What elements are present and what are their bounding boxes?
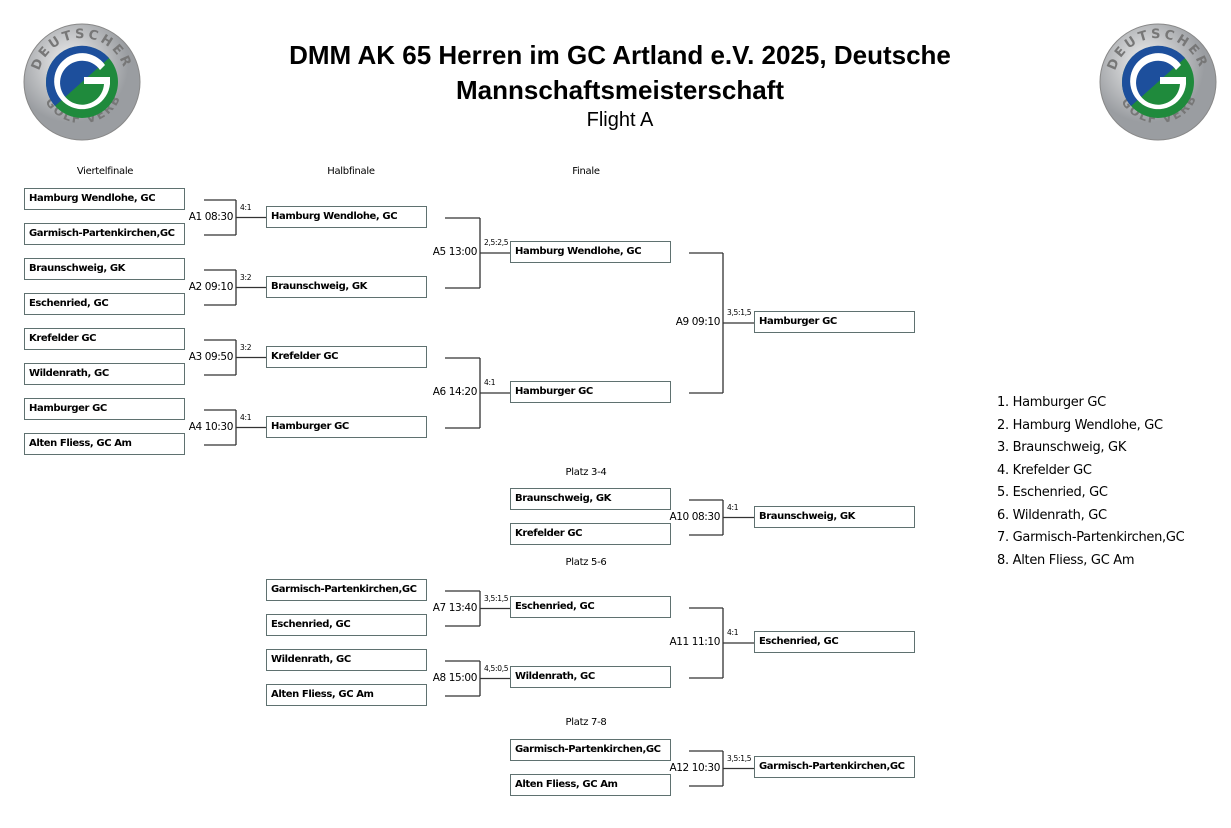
team-box: Hamburg Wendlohe, GC: [266, 206, 427, 228]
team-box: Eschenried, GC: [754, 631, 915, 653]
team-box: Garmisch-Partenkirchen,GC: [754, 756, 915, 778]
match-label: A1 08:30: [188, 210, 234, 223]
team-box: Braunschweig, GK: [510, 488, 671, 510]
column-header-semifinal: Halbfinale: [327, 166, 375, 177]
match-score: 3:2: [240, 272, 252, 282]
team-box: Hamburger GC: [754, 311, 915, 333]
page-title: DMM AK 65 Herren im GC Artland e.V. 2025…: [289, 40, 951, 105]
dgv-logo-right: DEUTSCHER GOLF VERBAND: [1098, 22, 1217, 141]
flight-subtitle: Flight A: [586, 109, 654, 131]
team-box: Krefelder GC: [266, 346, 427, 368]
ranking-item: 2. Hamburg Wendlohe, GC: [997, 417, 1163, 433]
ranking-item: 5. Eschenried, GC: [997, 485, 1108, 500]
team-box: Garmisch-Partenkirchen,GC: [24, 223, 185, 245]
section-header-place-7-8: Platz 7-8: [565, 717, 607, 728]
team-box: Alten Fliess, GC Am: [510, 774, 671, 796]
dgv-logo-left: DEUTSCHER GOLF VERBAND: [22, 22, 141, 141]
team-box: Krefelder GC: [510, 523, 671, 545]
section-header-place-5-6: Platz 5-6: [565, 557, 607, 568]
final-ranking: 1. Hamburger GC 2. Hamburg Wendlohe, GC …: [997, 392, 1185, 572]
team-box: Eschenried, GC: [24, 293, 185, 315]
team-box: Wildenrath, GC: [266, 649, 427, 671]
match-score: 3,5:1,5: [484, 593, 509, 603]
team-box: Hamburg Wendlohe, GC: [510, 241, 671, 263]
team-box: Alten Fliess, GC Am: [24, 433, 185, 455]
match-score: 4,5:0,5: [484, 663, 509, 673]
match-score: 3,5:1,5: [727, 308, 752, 317]
team-box: Hamburger GC: [266, 416, 427, 438]
ranking-item: 8. Alten Fliess, GC Am: [997, 552, 1135, 568]
match-score: 4:1: [240, 412, 252, 422]
team-box: Eschenried, GC: [266, 614, 427, 636]
match-label: A6 14:20: [432, 386, 478, 398]
team-box: Hamburger GC: [24, 398, 185, 420]
team-box: Eschenried, GC: [510, 596, 671, 618]
match-label: A9 09:10: [675, 316, 721, 328]
match-label: A4 10:30: [188, 420, 234, 433]
match-label: A11 11:10: [669, 636, 720, 648]
team-box: Alten Fliess, GC Am: [266, 684, 427, 706]
match-score: 2,5:2,5: [484, 238, 509, 247]
ranking-item: 3. Braunschweig, GK: [997, 440, 1127, 455]
ranking-item: 1. Hamburger GC: [997, 395, 1106, 410]
team-box: Hamburg Wendlohe, GC: [24, 188, 185, 210]
match-score: 4:1: [240, 202, 252, 212]
team-box: Braunschweig, GK: [754, 506, 915, 528]
match-label: A2 09:10: [188, 280, 234, 293]
match-score: 4:1: [484, 378, 496, 387]
match-label: A8 15:00: [432, 671, 478, 684]
team-box: Hamburger GC: [510, 381, 671, 403]
column-header-final: Finale: [572, 166, 600, 177]
match-label: A3 09:50: [188, 350, 234, 363]
match-score: 4:1: [727, 628, 739, 637]
team-box: Krefelder GC: [24, 328, 185, 350]
match-label: A12 10:30: [669, 761, 720, 774]
match-label: A5 13:00: [432, 246, 478, 258]
match-label: A7 13:40: [432, 601, 478, 614]
match-score: 3,5:1,5: [727, 753, 752, 763]
ranking-item: 4. Krefelder GC: [997, 462, 1092, 478]
match-score: 3:2: [240, 342, 252, 352]
team-box: Wildenrath, GC: [510, 666, 671, 688]
match-score: 4:1: [727, 502, 739, 512]
section-header-place-3-4: Platz 3-4: [565, 467, 607, 478]
team-box: Braunschweig, GK: [24, 258, 185, 280]
team-box: Garmisch-Partenkirchen,GC: [510, 739, 671, 761]
team-box: Wildenrath, GC: [24, 363, 185, 385]
team-box: Braunschweig, GK: [266, 276, 427, 298]
team-box: Garmisch-Partenkirchen,GC: [266, 579, 427, 601]
match-label: A10 08:30: [669, 510, 720, 523]
ranking-item: 7. Garmisch-Partenkirchen,GC: [997, 530, 1185, 545]
ranking-item: 6. Wildenrath, GC: [997, 507, 1107, 523]
column-header-quarterfinal: Viertelfinale: [76, 166, 134, 177]
